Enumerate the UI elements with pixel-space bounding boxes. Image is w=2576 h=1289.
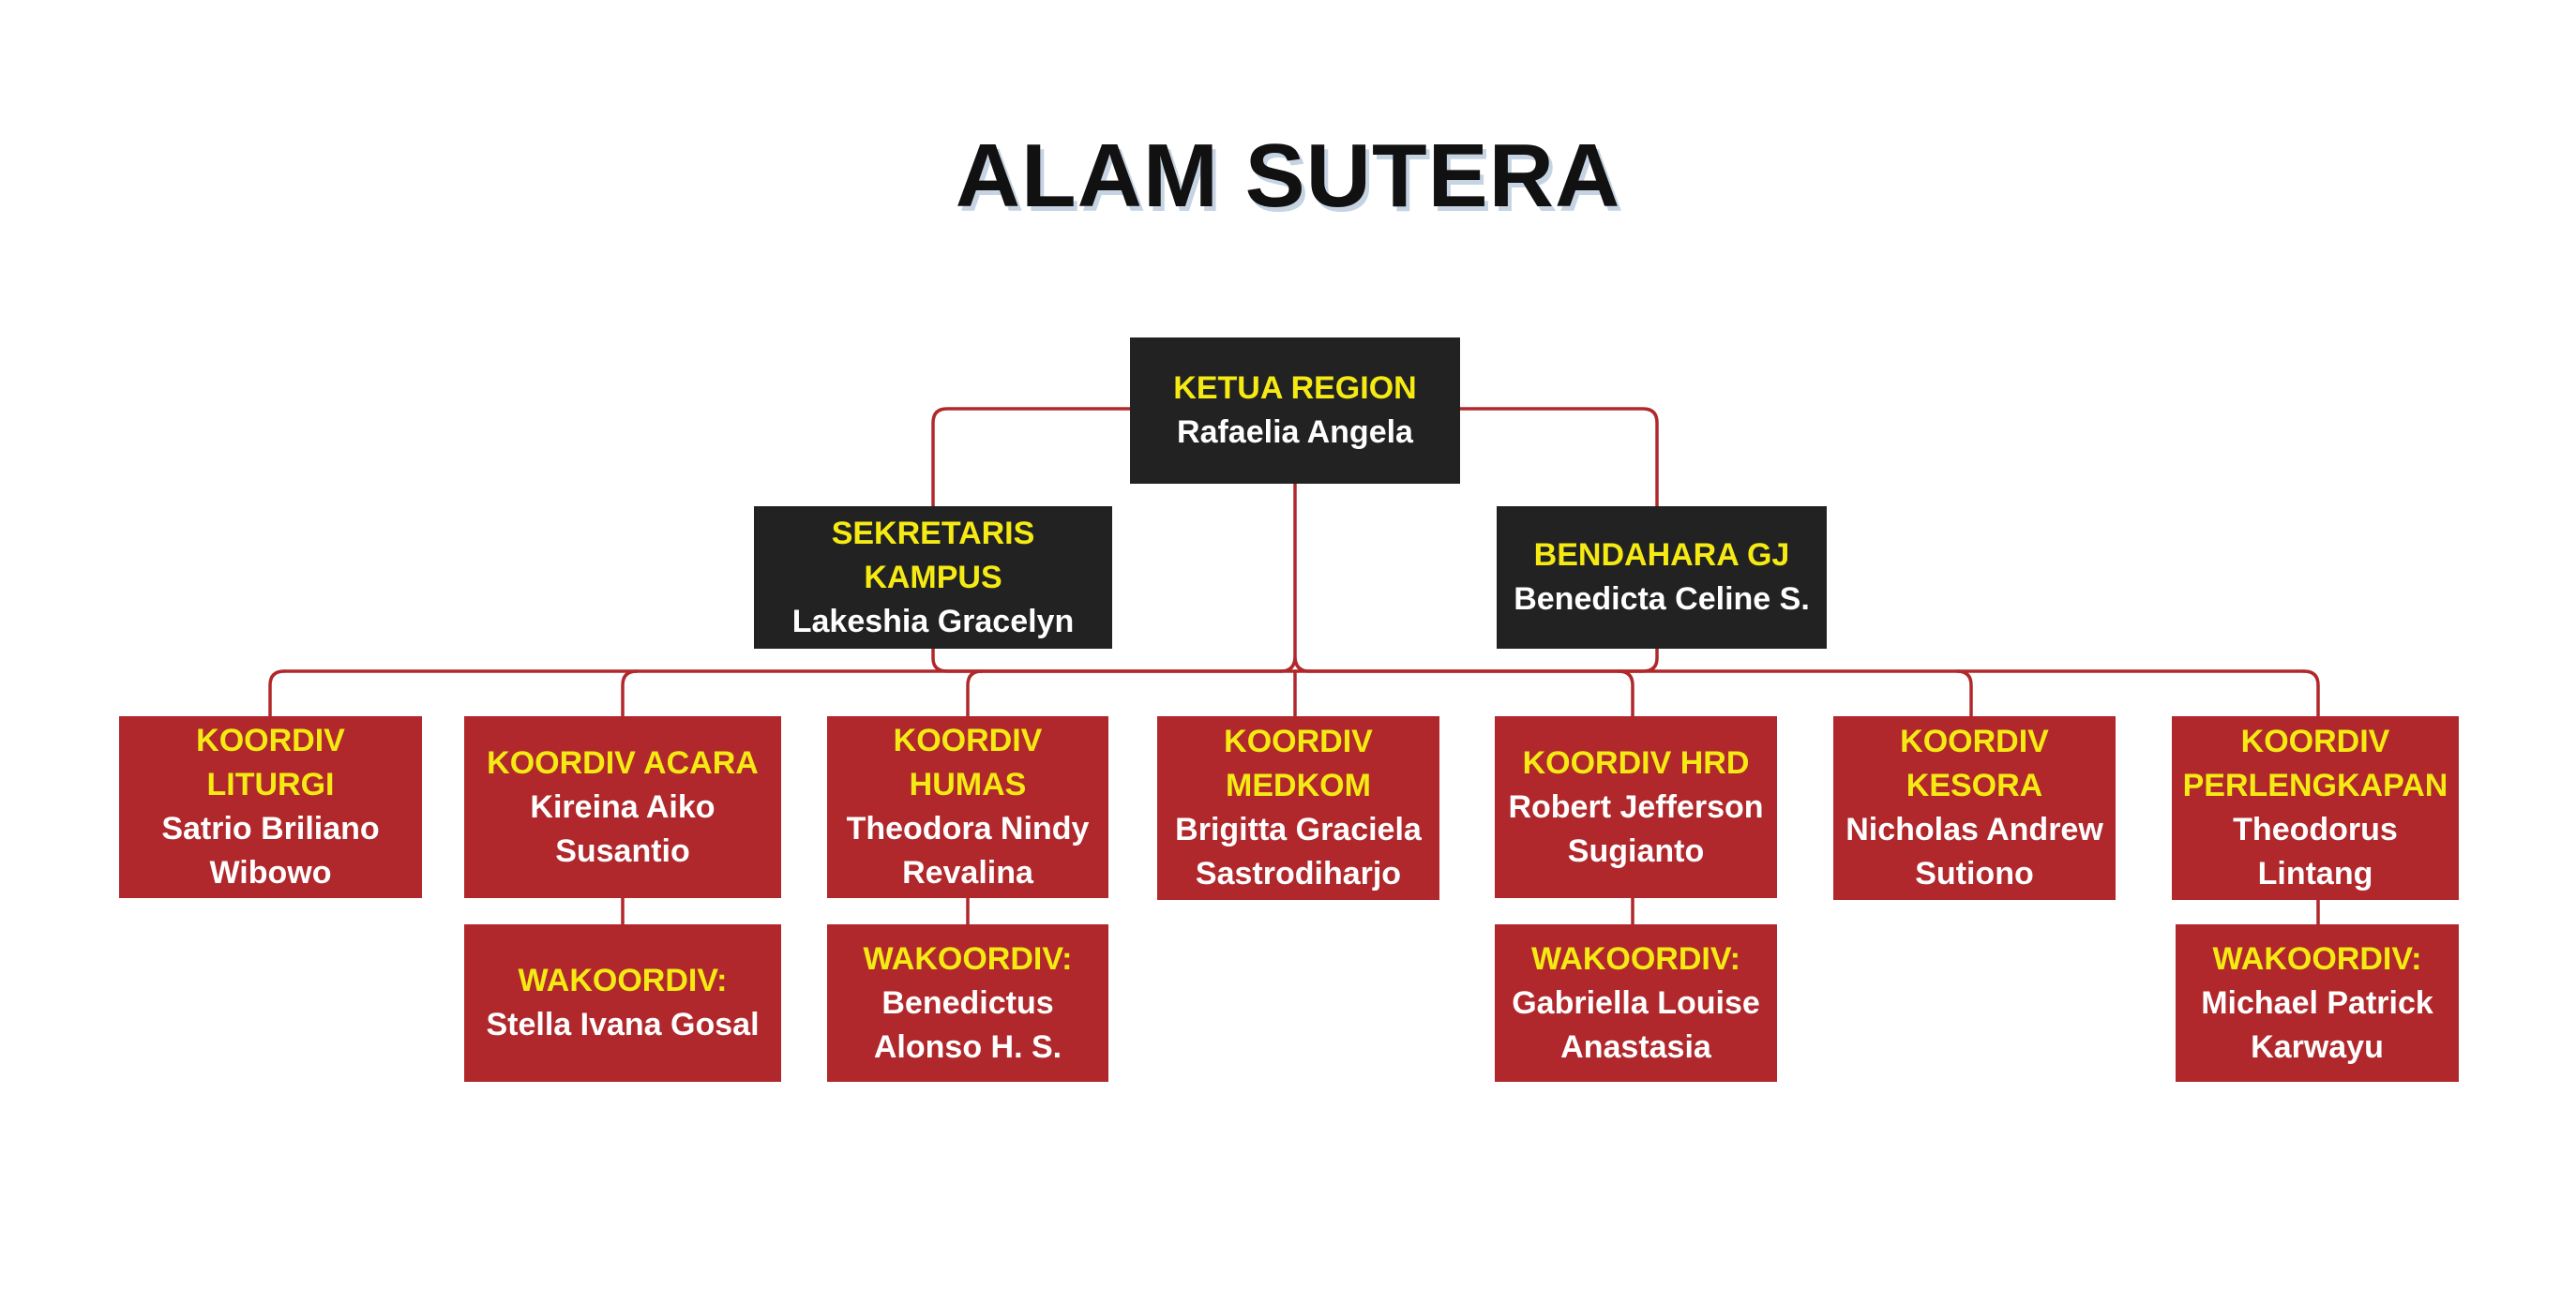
- connector-bendahara-bus: [1307, 647, 1659, 673]
- koordiv-name: Robert Jefferson Sugianto: [1508, 788, 1764, 869]
- koordiv-kesora-box: KOORDIV KESORA Nicholas Andrew Sutiono: [1833, 716, 2116, 900]
- bendahara-name: Benedicta Celine S.: [1514, 581, 1810, 617]
- connector-drop-acara: [621, 669, 639, 718]
- wakoordiv-hrd-box: WAKOORDIV: Gabriella Louise Anastasia: [1495, 924, 1777, 1082]
- sekretaris-kampus-box: SEKRETARIS KAMPUS Lakeshia Gracelyn: [754, 506, 1112, 649]
- ketua-region-name: Rafaelia Angela: [1177, 414, 1413, 450]
- connector-ketua-bendahara: [1458, 407, 1659, 508]
- connector-drop-liturgi: [268, 669, 286, 718]
- bendahara-box: BENDAHARA GJ Benedicta Celine S.: [1497, 506, 1827, 649]
- koordiv-role: KOORDIV HRD: [1522, 744, 1750, 781]
- koordiv-role: KOORDIV HUMAS: [893, 723, 1043, 802]
- koordiv-role: KOORDIV MEDKOM: [1224, 724, 1373, 803]
- koordiv-name: Theodora Nindy Revalina: [846, 811, 1090, 891]
- ketua-region-box: KETUA REGION Rafaelia Angela: [1130, 337, 1460, 484]
- wakoordiv-role: WAKOORDIV:: [2212, 940, 2422, 977]
- koordiv-hrd-box: KOORDIV HRD Robert Jefferson Sugianto: [1495, 716, 1777, 898]
- bendahara-role: BENDAHARA GJ: [1533, 537, 1790, 573]
- wakoordiv-name: Gabriella Louise Anastasia: [1512, 984, 1760, 1065]
- koordiv-name: Nicholas Andrew Sutiono: [1845, 812, 2103, 892]
- ketua-region-role: KETUA REGION: [1173, 370, 1417, 406]
- koordiv-acara-box: KOORDIV ACARA Kireina Aiko Susantio: [464, 716, 781, 898]
- koordiv-name: Theodorus Lintang: [2233, 812, 2398, 892]
- connector-drop-kesora: [1955, 669, 1973, 718]
- koordiv-role: KOORDIV LITURGI: [196, 723, 345, 802]
- wakoordiv-name: Michael Patrick Karwayu: [2201, 984, 2433, 1065]
- koordiv-name: Kireina Aiko Susantio: [530, 788, 716, 869]
- koordiv-role: KOORDIV KESORA: [1900, 724, 2049, 803]
- koordiv-humas-box: KOORDIV HUMAS Theodora Nindy Revalina: [827, 716, 1108, 898]
- wakoordiv-name: Benedictus Alonso H. S.: [873, 984, 1062, 1065]
- wakoordiv-name: Stella Ivana Gosal: [486, 1007, 760, 1042]
- wakoordiv-role: WAKOORDIV:: [1531, 940, 1740, 977]
- connector-ketua-trunk: [1279, 482, 1311, 673]
- connector-drop-perlengkapan: [2302, 669, 2320, 718]
- connector-drop-hrd: [1617, 669, 1634, 718]
- connector-ketua-sekretaris: [931, 407, 1132, 508]
- koordiv-perlengkapan-box: KOORDIV PERLENGKAPAN Theodorus Lintang: [2172, 716, 2459, 900]
- koordiv-role: KOORDIV PERLENGKAPAN: [2182, 724, 2448, 803]
- connector-drop-humas: [966, 669, 984, 718]
- koordiv-name: Brigitta Graciela Sastrodiharjo: [1175, 812, 1422, 892]
- sekretaris-kampus-name: Lakeshia Gracelyn: [791, 603, 1075, 639]
- sekretaris-kampus-role: SEKRETARIS KAMPUS: [831, 515, 1035, 595]
- chart-title: ALAM SUTERA: [955, 126, 1621, 226]
- wakoordiv-humas-box: WAKOORDIV: Benedictus Alonso H. S.: [827, 924, 1108, 1082]
- wakoordiv-perlengkapan-box: WAKOORDIV: Michael Patrick Karwayu: [2176, 924, 2459, 1082]
- koordiv-name: Satrio Briliano Wibowo: [161, 811, 380, 891]
- koordiv-medkom-box: KOORDIV MEDKOM Brigitta Graciela Sastrod…: [1157, 716, 1439, 900]
- wakoordiv-acara-box: WAKOORDIV: Stella Ivana Gosal: [464, 924, 781, 1082]
- connector-sekretaris-bus: [931, 647, 1283, 673]
- koordiv-role: KOORDIV ACARA: [487, 744, 759, 781]
- wakoordiv-role: WAKOORDIV:: [863, 940, 1073, 977]
- wakoordiv-role: WAKOORDIV:: [518, 963, 728, 998]
- koordiv-liturgi-box: KOORDIV LITURGI Satrio Briliano Wibowo: [119, 716, 422, 898]
